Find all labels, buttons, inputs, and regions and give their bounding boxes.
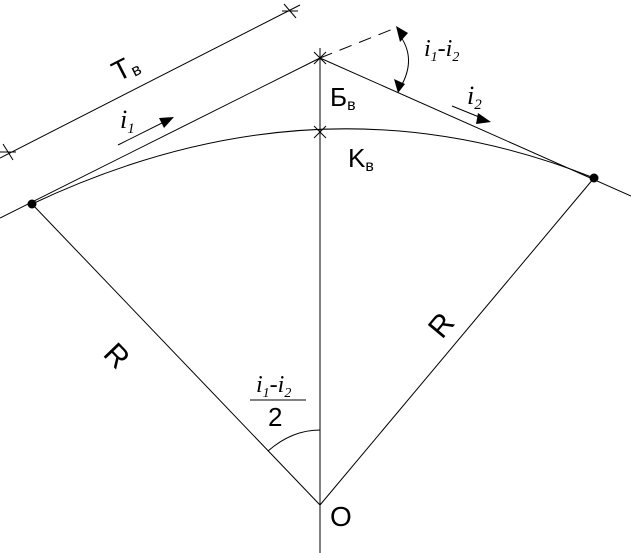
curve-end-point: [589, 173, 599, 183]
tangent-dimension-line: [0, 4, 301, 159]
grade-arrow-1: [117, 117, 174, 146]
grade-line-2: [319, 57, 631, 197]
grade-angle-arc: [394, 26, 409, 93]
center-label: O: [330, 501, 352, 532]
grade-2-label: i2: [467, 81, 482, 113]
radius-right-label: R: [422, 307, 461, 345]
radius-left-label: R: [97, 337, 136, 376]
curve-length-label: Kв: [348, 143, 374, 175]
half-angle-numerator: i1-i2: [256, 372, 291, 401]
dimension-tick-right: [282, 3, 298, 19]
grade-line-1-extension: [319, 26, 399, 59]
grade-1-label: i1: [120, 105, 135, 137]
grade-difference-label: i1-i2: [424, 36, 459, 65]
curve-apex-marker: [313, 125, 327, 139]
tangent-length-label: Tв: [107, 48, 145, 88]
half-angle-fraction: i1-i2 2: [250, 372, 306, 432]
dimension-tick-left: [0, 143, 16, 161]
bisector-label: Бв: [330, 82, 356, 114]
half-angle-denominator: 2: [268, 402, 282, 432]
vertex-marker: [313, 51, 327, 65]
radius-line-right: [319, 177, 595, 506]
vertical-curve-arc: [31, 128, 595, 205]
grade-line-1: [0, 57, 321, 219]
curve-start-point: [27, 199, 37, 209]
radius-line-left: [31, 203, 321, 506]
grade-arrow-2: [451, 105, 491, 124]
half-angle-arc: [267, 429, 321, 452]
